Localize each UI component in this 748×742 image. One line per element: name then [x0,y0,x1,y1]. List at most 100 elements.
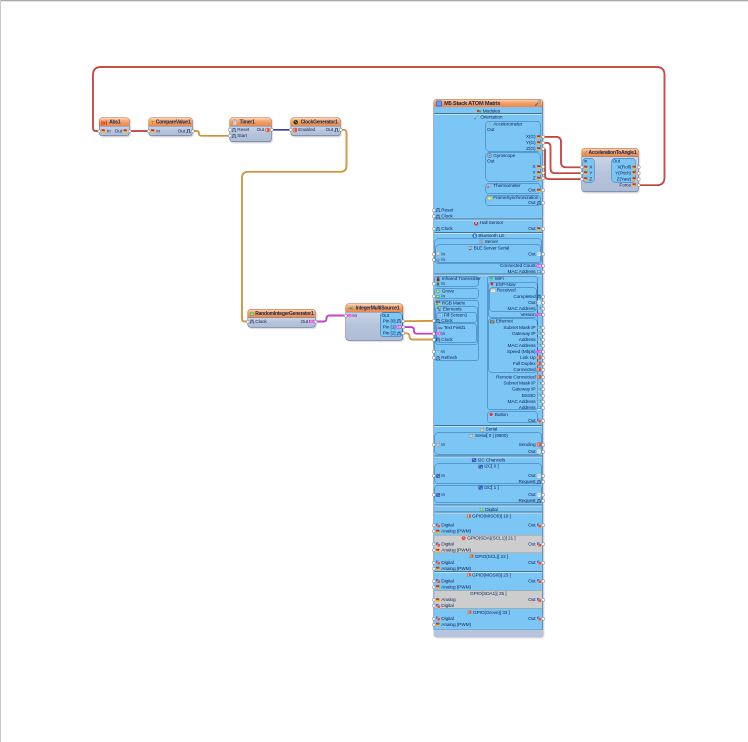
pin-connector-refresh[interactable] [431,356,436,360]
pin-connector-speed-mbps-[interactable] [541,349,545,354]
pin-connector-x-roll-[interactable] [636,165,641,170]
pin-connector-bssid[interactable] [541,393,545,398]
pin-connector-in[interactable] [431,493,436,497]
pin-connector-analog-pwm-[interactable] [431,529,436,534]
pin-connector-out[interactable] [541,523,545,528]
pin-connector-clock[interactable] [245,319,250,324]
pin-connector-clock[interactable] [431,319,436,323]
pin-connector-digital[interactable] [431,560,436,565]
pin-connector-force[interactable] [636,183,641,187]
pin-connector-mac-address[interactable] [541,343,545,348]
pin-connector-in[interactable] [431,474,436,478]
pin-connector-version[interactable] [541,312,545,317]
pin-connector-z-g-[interactable] [541,147,545,151]
pin-connector-remote-connected[interactable] [541,375,545,379]
pin-connector-z[interactable] [541,176,545,181]
pin-connector-analog-pwm-[interactable] [431,622,436,627]
pin-connector-in[interactable] [146,129,151,133]
pin-connector-in[interactable] [431,294,436,299]
pin-connector-out[interactable] [541,579,545,583]
pin-connector-x-g-[interactable] [541,135,545,139]
pin-connector-out[interactable] [541,598,545,602]
wire-m5-zg-to-accel-z[interactable] [542,147,583,180]
pin-connector-connected-count[interactable] [541,264,545,268]
pin-connector-x[interactable] [541,165,545,169]
pin-connector-analog[interactable] [431,598,436,602]
wire-random-out-to-multisource-in[interactable] [314,314,347,323]
pin-connector-mac-address[interactable] [541,399,545,404]
pin-connector-full-duplex[interactable] [541,361,545,366]
pin-connector-digital[interactable] [431,604,436,608]
pin-connector-reset[interactable] [431,208,436,212]
pin-connector-out[interactable] [541,188,545,193]
pin-connector-out[interactable] [541,560,545,565]
pin-connector-in[interactable] [431,281,436,286]
pin-connector-gateway-ip[interactable] [541,331,545,336]
pin-connector-gateway-ip[interactable] [541,387,545,392]
pin-connector-out[interactable] [190,129,195,133]
pin-connector-out[interactable] [313,319,318,324]
pin-connector-in[interactable] [343,313,348,318]
pin-connector-in[interactable] [431,331,436,336]
pin-connector-out[interactable] [541,449,545,454]
pin-connector-in[interactable] [431,350,436,354]
pin-connector-in[interactable] [431,252,436,256]
pin-connector-connected[interactable] [541,367,545,372]
pin-connector-out[interactable] [541,300,545,305]
pin-connector-digital[interactable] [431,616,436,621]
wrench-icon[interactable] [534,100,541,107]
pin-connector-in[interactable] [431,258,436,262]
pin-connector-request[interactable] [541,480,545,484]
pin-connector-out[interactable] [269,128,274,132]
pin-connector-out[interactable] [541,493,545,497]
pin-connector-pin-1-[interactable] [401,325,405,329]
pin-connector-in[interactable] [431,442,436,447]
pin-connector-out[interactable] [541,252,545,256]
pin-connector-out[interactable] [541,616,545,621]
pin-connector-out[interactable] [338,128,343,132]
pin-connector-link-up[interactable] [541,355,545,360]
pin-connector-mac-address[interactable] [541,270,545,274]
wire-m5-xg-to-accel-x[interactable] [542,136,583,169]
pin-connector-y[interactable] [541,171,545,175]
pin-connector-subnet-mask-ip[interactable] [541,381,545,386]
pin-connector-digital[interactable] [431,523,436,528]
pin-connector-reset[interactable] [227,128,232,132]
pin-connector-out[interactable] [541,418,545,423]
pin-connector-pin-2-[interactable] [401,331,405,336]
pin-connector-analog-pwm-[interactable] [431,548,436,553]
pin-connector-clock[interactable] [431,337,436,342]
pin-connector-clock[interactable] [431,214,436,219]
wire-m5-yg-to-accel-y[interactable] [542,142,583,175]
pin-connector-pin-0-[interactable] [401,319,405,323]
pin-connector-z[interactable] [579,177,584,181]
pin-connector-out[interactable] [127,129,132,133]
pin-connector-y-pitch-[interactable] [636,171,641,175]
pin-connector-clock[interactable] [431,227,436,231]
pin-connector-analog-pwm-[interactable] [431,585,436,589]
pin-connector-start[interactable] [227,134,232,138]
pin-connector-completed[interactable] [541,294,545,299]
pin-connector-y[interactable] [579,171,584,175]
pin-connector-subnet-mask-ip[interactable] [541,325,545,330]
pin-connector-analog-pwm-[interactable] [431,566,436,571]
pin-connector-digital[interactable] [431,542,436,547]
wire-clockgen-out-to-random-clock[interactable] [241,128,348,323]
pin-connector-z-yaw-[interactable] [636,177,641,181]
pin-connector-in[interactable] [97,129,101,133]
pin-connector-out[interactable] [541,227,545,231]
pin-connector-mac-address[interactable] [541,306,545,311]
pin-connector-enabled[interactable] [288,128,293,132]
pin-connector-out[interactable] [541,474,545,478]
pin-connector-digital[interactable] [431,579,436,583]
pin-connector-address[interactable] [541,337,545,342]
